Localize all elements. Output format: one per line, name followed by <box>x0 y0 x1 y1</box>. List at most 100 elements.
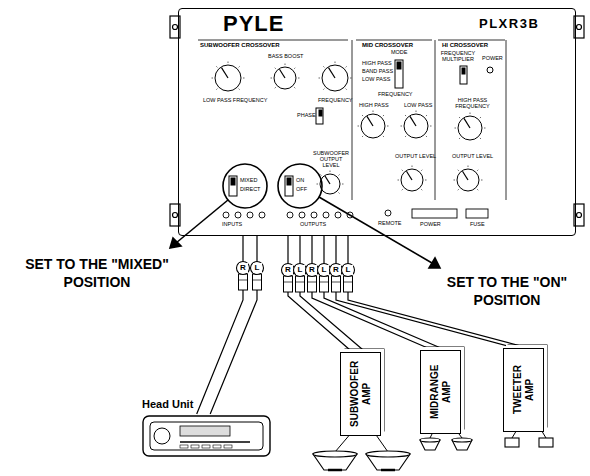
control-label: LOW PASS <box>404 103 432 109</box>
knobs-part <box>361 114 385 138</box>
knob-pointer <box>329 68 336 78</box>
scale-tick <box>216 66 217 67</box>
control-label: OUTPUT LEVEL <box>452 154 493 160</box>
scale-tick <box>373 111 374 113</box>
panel-section-label: INPUTS <box>222 222 242 228</box>
jacks-part <box>466 209 488 218</box>
scale-tick <box>458 189 459 190</box>
rca-channel-letter: L <box>253 263 262 273</box>
plug-body <box>320 276 329 292</box>
plug-rib <box>284 282 293 283</box>
scale-tick <box>405 136 406 137</box>
amplifier-box: TWEETER AMP <box>503 348 544 432</box>
scale-tick <box>338 192 339 193</box>
scale-tick <box>275 68 276 69</box>
plug-rib <box>320 282 329 283</box>
knobs-part <box>404 114 428 138</box>
leader-arrows-part <box>170 238 181 248</box>
knobs-part <box>215 65 241 91</box>
scale-tick <box>346 66 347 67</box>
panel-section-label: REMOTE <box>378 221 402 227</box>
section-header: MID CROSSOVER <box>362 42 413 48</box>
scale-tick <box>383 136 384 137</box>
switches <box>229 60 493 196</box>
rca-channel-letter: R <box>308 265 317 275</box>
plug-head <box>318 264 331 277</box>
volume-knob <box>154 428 170 444</box>
plug-head <box>237 262 250 275</box>
scale-tick <box>298 78 300 79</box>
scale-tick <box>481 180 483 181</box>
control-label: FREQUENCY <box>318 98 353 104</box>
cable <box>336 236 528 348</box>
rca-channel-letter: L <box>344 265 353 275</box>
control-label: LOW PASS FREQUENCY <box>203 98 267 104</box>
scale-tick <box>294 68 295 69</box>
amplifier-box: MIDRANGE AMP <box>420 350 461 434</box>
scale-tick <box>228 62 229 64</box>
scale-tick <box>401 126 403 127</box>
plug-body <box>296 276 305 292</box>
scale-tick <box>338 174 339 175</box>
switch-position: MIXED <box>240 178 257 184</box>
scale-tick <box>212 78 214 79</box>
switches-part <box>397 62 401 69</box>
scale-tick <box>216 89 217 90</box>
mounting-tabs-part <box>577 25 582 30</box>
section-rules-part <box>198 40 348 41</box>
scale-tick <box>383 115 384 116</box>
scale-tick <box>402 189 403 190</box>
scale-tick <box>239 66 240 67</box>
jacks-part <box>235 212 241 218</box>
scale-tick <box>477 189 478 190</box>
plug-rib <box>239 280 248 281</box>
scale-tick <box>350 78 352 79</box>
cd-slot <box>180 441 250 443</box>
cable <box>312 236 445 350</box>
plug-rib <box>253 280 262 281</box>
preset-button <box>224 445 232 448</box>
leader-arrows <box>170 197 440 268</box>
scale-tick <box>319 78 321 79</box>
switches-part <box>231 178 235 185</box>
control-label: HIGH PASS <box>359 103 389 109</box>
plug-head <box>294 264 307 277</box>
jacks-part <box>299 212 305 218</box>
knob-pointer <box>464 118 470 128</box>
scale-tick <box>426 115 427 116</box>
brand-logo: PYLE <box>223 12 284 35</box>
plug-head <box>342 264 355 277</box>
switches-part <box>460 66 467 84</box>
scale-tick <box>346 89 347 90</box>
knobs <box>215 65 482 194</box>
head-unit-label: Head Unit <box>142 398 275 410</box>
section-rules-part <box>438 40 505 41</box>
rca-channel-letter: R <box>284 265 293 275</box>
highlight-circles-part <box>278 164 322 208</box>
control-label: POWER <box>482 56 503 62</box>
display <box>180 426 230 436</box>
switch-position: DIRECT <box>240 187 260 193</box>
scale-tick <box>294 87 295 88</box>
plug-rib <box>344 282 353 283</box>
rca-channel-letter: R <box>332 265 341 275</box>
control-label: FREQUENCY MULTIPLIER <box>439 51 477 63</box>
scale-tick <box>335 62 336 64</box>
model-number: PLXR3B <box>479 17 539 31</box>
speakers-part <box>328 469 342 472</box>
plug-body <box>344 276 353 292</box>
scale-tick <box>459 138 460 139</box>
jacks-part <box>335 212 341 218</box>
knobs-part <box>401 169 423 191</box>
amplifier-box: SUBWOOFER AMP <box>340 352 381 436</box>
section-rules-part <box>506 40 507 200</box>
mounting-tabs-part <box>173 213 178 218</box>
switches-part <box>395 60 403 88</box>
scale-tick <box>285 64 286 66</box>
control-label: PHASE <box>297 113 316 119</box>
section-header: SUBWOOFER CROSSOVER <box>200 42 280 48</box>
cable <box>288 236 365 352</box>
scale-tick <box>362 115 363 116</box>
